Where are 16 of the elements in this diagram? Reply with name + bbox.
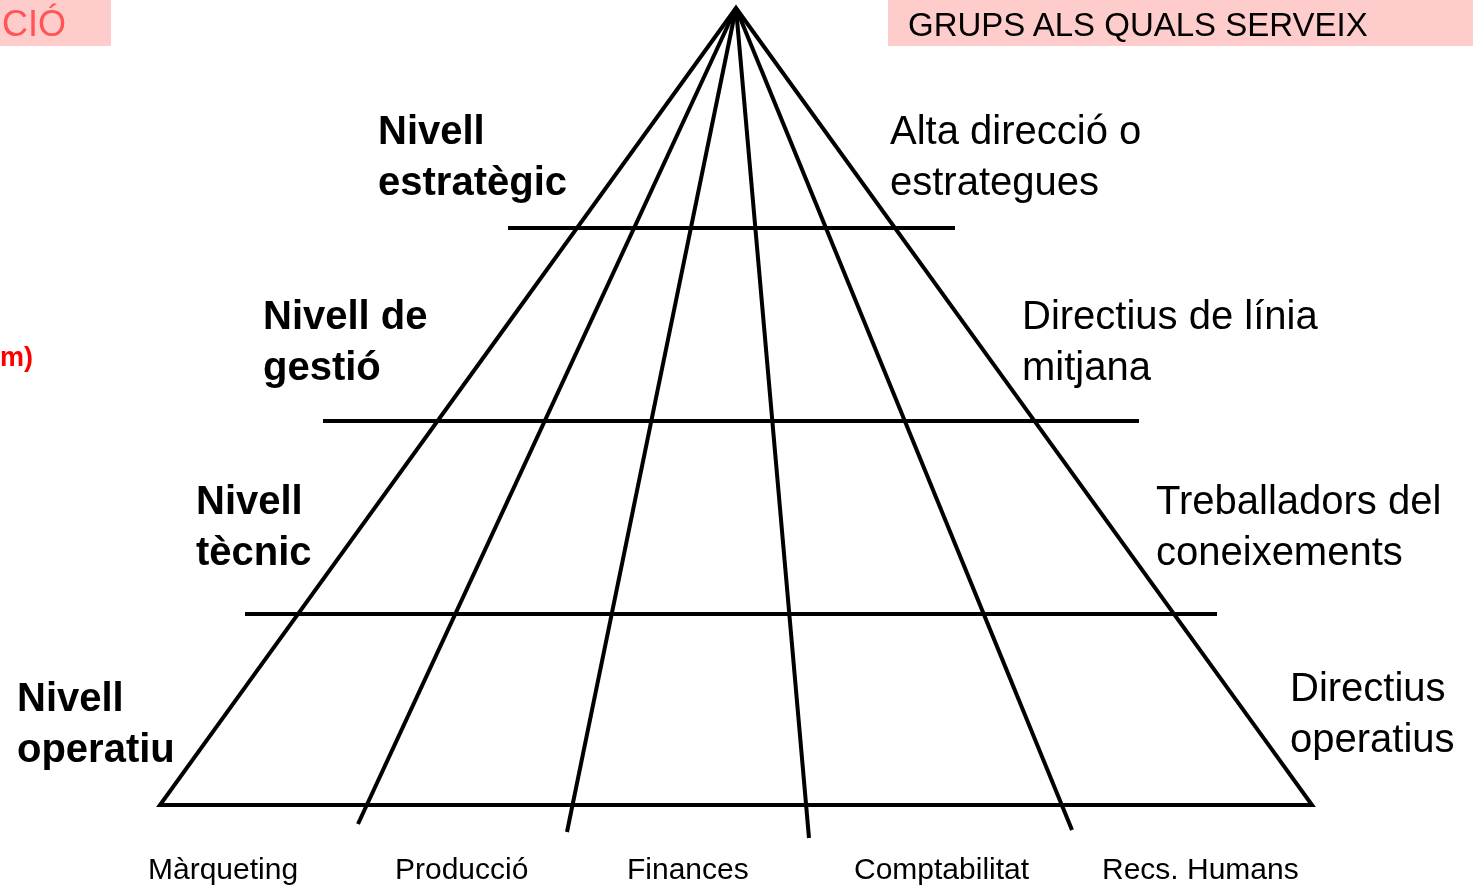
department-label: Comptabilitat (854, 851, 1030, 887)
header-banner: CIÓ (0, 0, 111, 46)
group-label: Directius de línia mitjana (1022, 292, 1319, 390)
department-label: Finances (627, 851, 749, 887)
group-label: Directius operatius (1290, 664, 1456, 762)
note-text: m) (0, 341, 34, 374)
department-label: Màrqueting (148, 851, 299, 887)
header-banner: GRUPS ALS QUALS SERVEIX (888, 0, 1473, 46)
level-label: Nivell estratègic (378, 107, 568, 205)
level-label: Nivell de gestió (263, 292, 429, 390)
level-label: Nivell operatiu (17, 674, 176, 772)
group-label: Alta direcció o estrategues (890, 107, 1143, 205)
level-label: Nivell tècnic (196, 477, 313, 575)
department-label: Recs. Humans (1102, 851, 1299, 887)
group-label: Treballadors del coneixements (1156, 477, 1443, 575)
department-label: Producció (395, 851, 529, 887)
